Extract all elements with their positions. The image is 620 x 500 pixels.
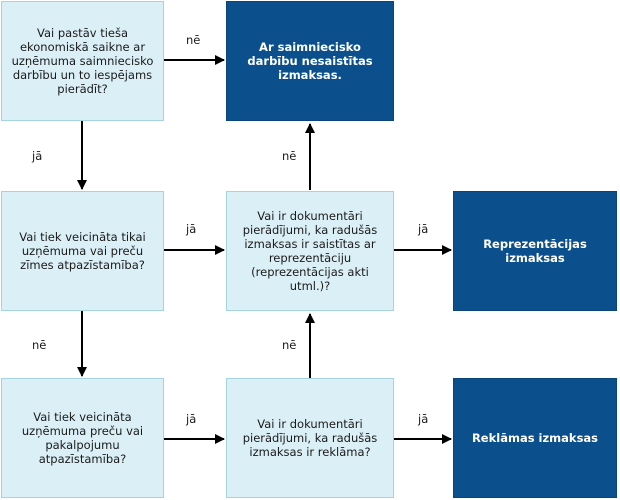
result-unrelated-costs: Ar saimniecisko darbību nesaistītas izma… <box>226 1 394 121</box>
question-product-recognition: Vai tiek veicināta uzņēmuma preču vai pa… <box>1 378 164 498</box>
edge-label-q2-q3: jā <box>186 222 197 236</box>
question-advertising-evidence: Vai ir dokumentāri pierādījumi, ka raduš… <box>226 378 394 498</box>
question-brand-recognition: Vai tiek veicināta tikai uzņēmuma vai pr… <box>1 191 164 311</box>
edge-label-q2-q4: nē <box>32 338 47 352</box>
edge-label-q3-r1: nē <box>282 149 297 163</box>
edge-label-q1-q2: jā <box>32 149 43 163</box>
edge-label-q5-q3: nē <box>282 338 297 352</box>
edge-label-q5-r3: jā <box>418 412 429 426</box>
result-advertising-costs: Reklāmas izmaksas <box>453 378 617 498</box>
edge-label-q3-r2: jā <box>418 222 429 236</box>
result-representation-costs: Reprezentācijas izmaksas <box>453 191 617 311</box>
edge-label-q1-r1: nē <box>186 33 201 47</box>
question-representation-evidence: Vai ir dokumentāri pierādījumi, ka raduš… <box>226 191 394 311</box>
question-economic-link: Vai pastāv tieša ekonomiskā saikne ar uz… <box>1 1 164 121</box>
edge-label-q4-q5: jā <box>186 412 197 426</box>
